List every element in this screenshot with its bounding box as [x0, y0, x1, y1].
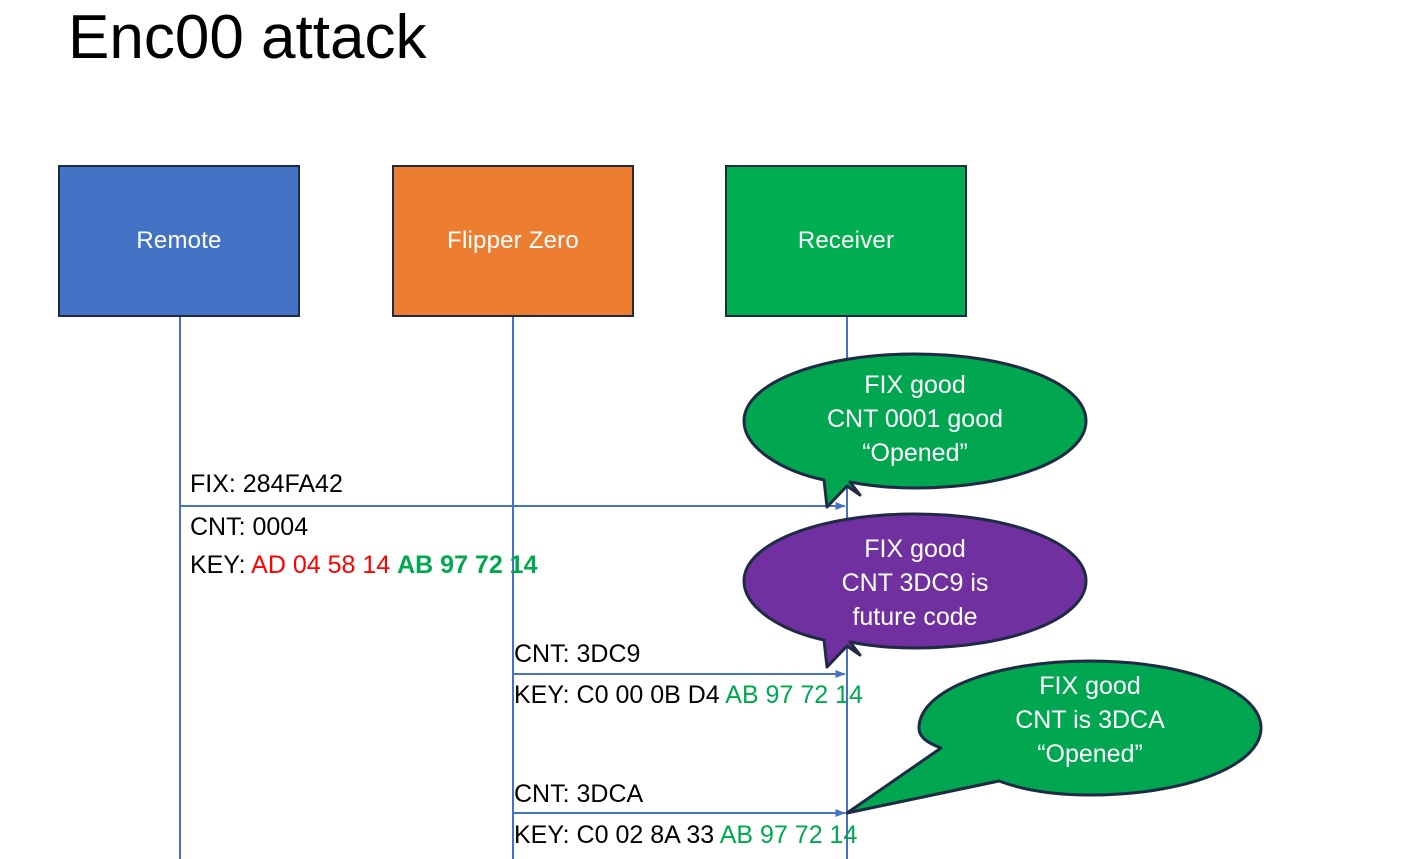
- key-first-half: C0 00 0B D4: [576, 681, 720, 709]
- actor-label-flipper: Flipper Zero: [447, 227, 579, 254]
- key-second-half-green: AB 97 72 14: [719, 821, 858, 849]
- key-first-half: C0 02 8A 33: [576, 821, 715, 849]
- key-prefix: KEY:: [190, 551, 252, 579]
- message-label-key-3dca: KEY: C0 02 8A 33 AB 97 72 14: [514, 821, 857, 850]
- actor-box-receiver[interactable]: Receiver: [725, 165, 967, 317]
- message-label-key-remote: KEY: AD 04 58 14 AB 97 72 14: [190, 551, 538, 580]
- message-label-fix: FIX: 284FA42: [190, 470, 343, 498]
- actor-label-receiver: Receiver: [797, 227, 895, 254]
- message-label-cnt-3dca: CNT: 3DCA: [514, 780, 644, 808]
- message-label-key-3dc9: KEY: C0 00 0B D4 AB 97 72 14: [514, 681, 863, 710]
- actor-box-flipper[interactable]: Flipper Zero: [392, 165, 634, 317]
- key-prefix: KEY:: [514, 681, 577, 709]
- bubble-shape-green-2: [845, 659, 1263, 815]
- key-second-half-green: AB 97 72 14: [725, 681, 863, 709]
- message-label-cnt-3dc9: CNT: 3DC9: [514, 640, 641, 668]
- key-first-half-red: AD 04 58 14: [251, 551, 391, 579]
- page-title: Enc00 attack: [68, 3, 427, 72]
- bubble-shape-purple: [742, 512, 1088, 669]
- speech-bubble-receiver-future-code: FIX good CNT 3DC9 is future code: [742, 512, 1088, 672]
- bubble-shape-green-1: [742, 352, 1088, 509]
- actor-box-remote[interactable]: Remote: [58, 165, 300, 317]
- actor-label-remote: Remote: [136, 227, 222, 254]
- key-second-half-green: AB 97 72 14: [397, 551, 538, 579]
- speech-bubble-receiver-ok-1: FIX good CNT 0001 good “Opened”: [742, 352, 1088, 512]
- speech-bubble-receiver-ok-2: FIX good CNT is 3DCA “Opened”: [845, 659, 1263, 815]
- message-label-cnt-0004: CNT: 0004: [190, 513, 309, 541]
- key-prefix: KEY:: [514, 821, 577, 849]
